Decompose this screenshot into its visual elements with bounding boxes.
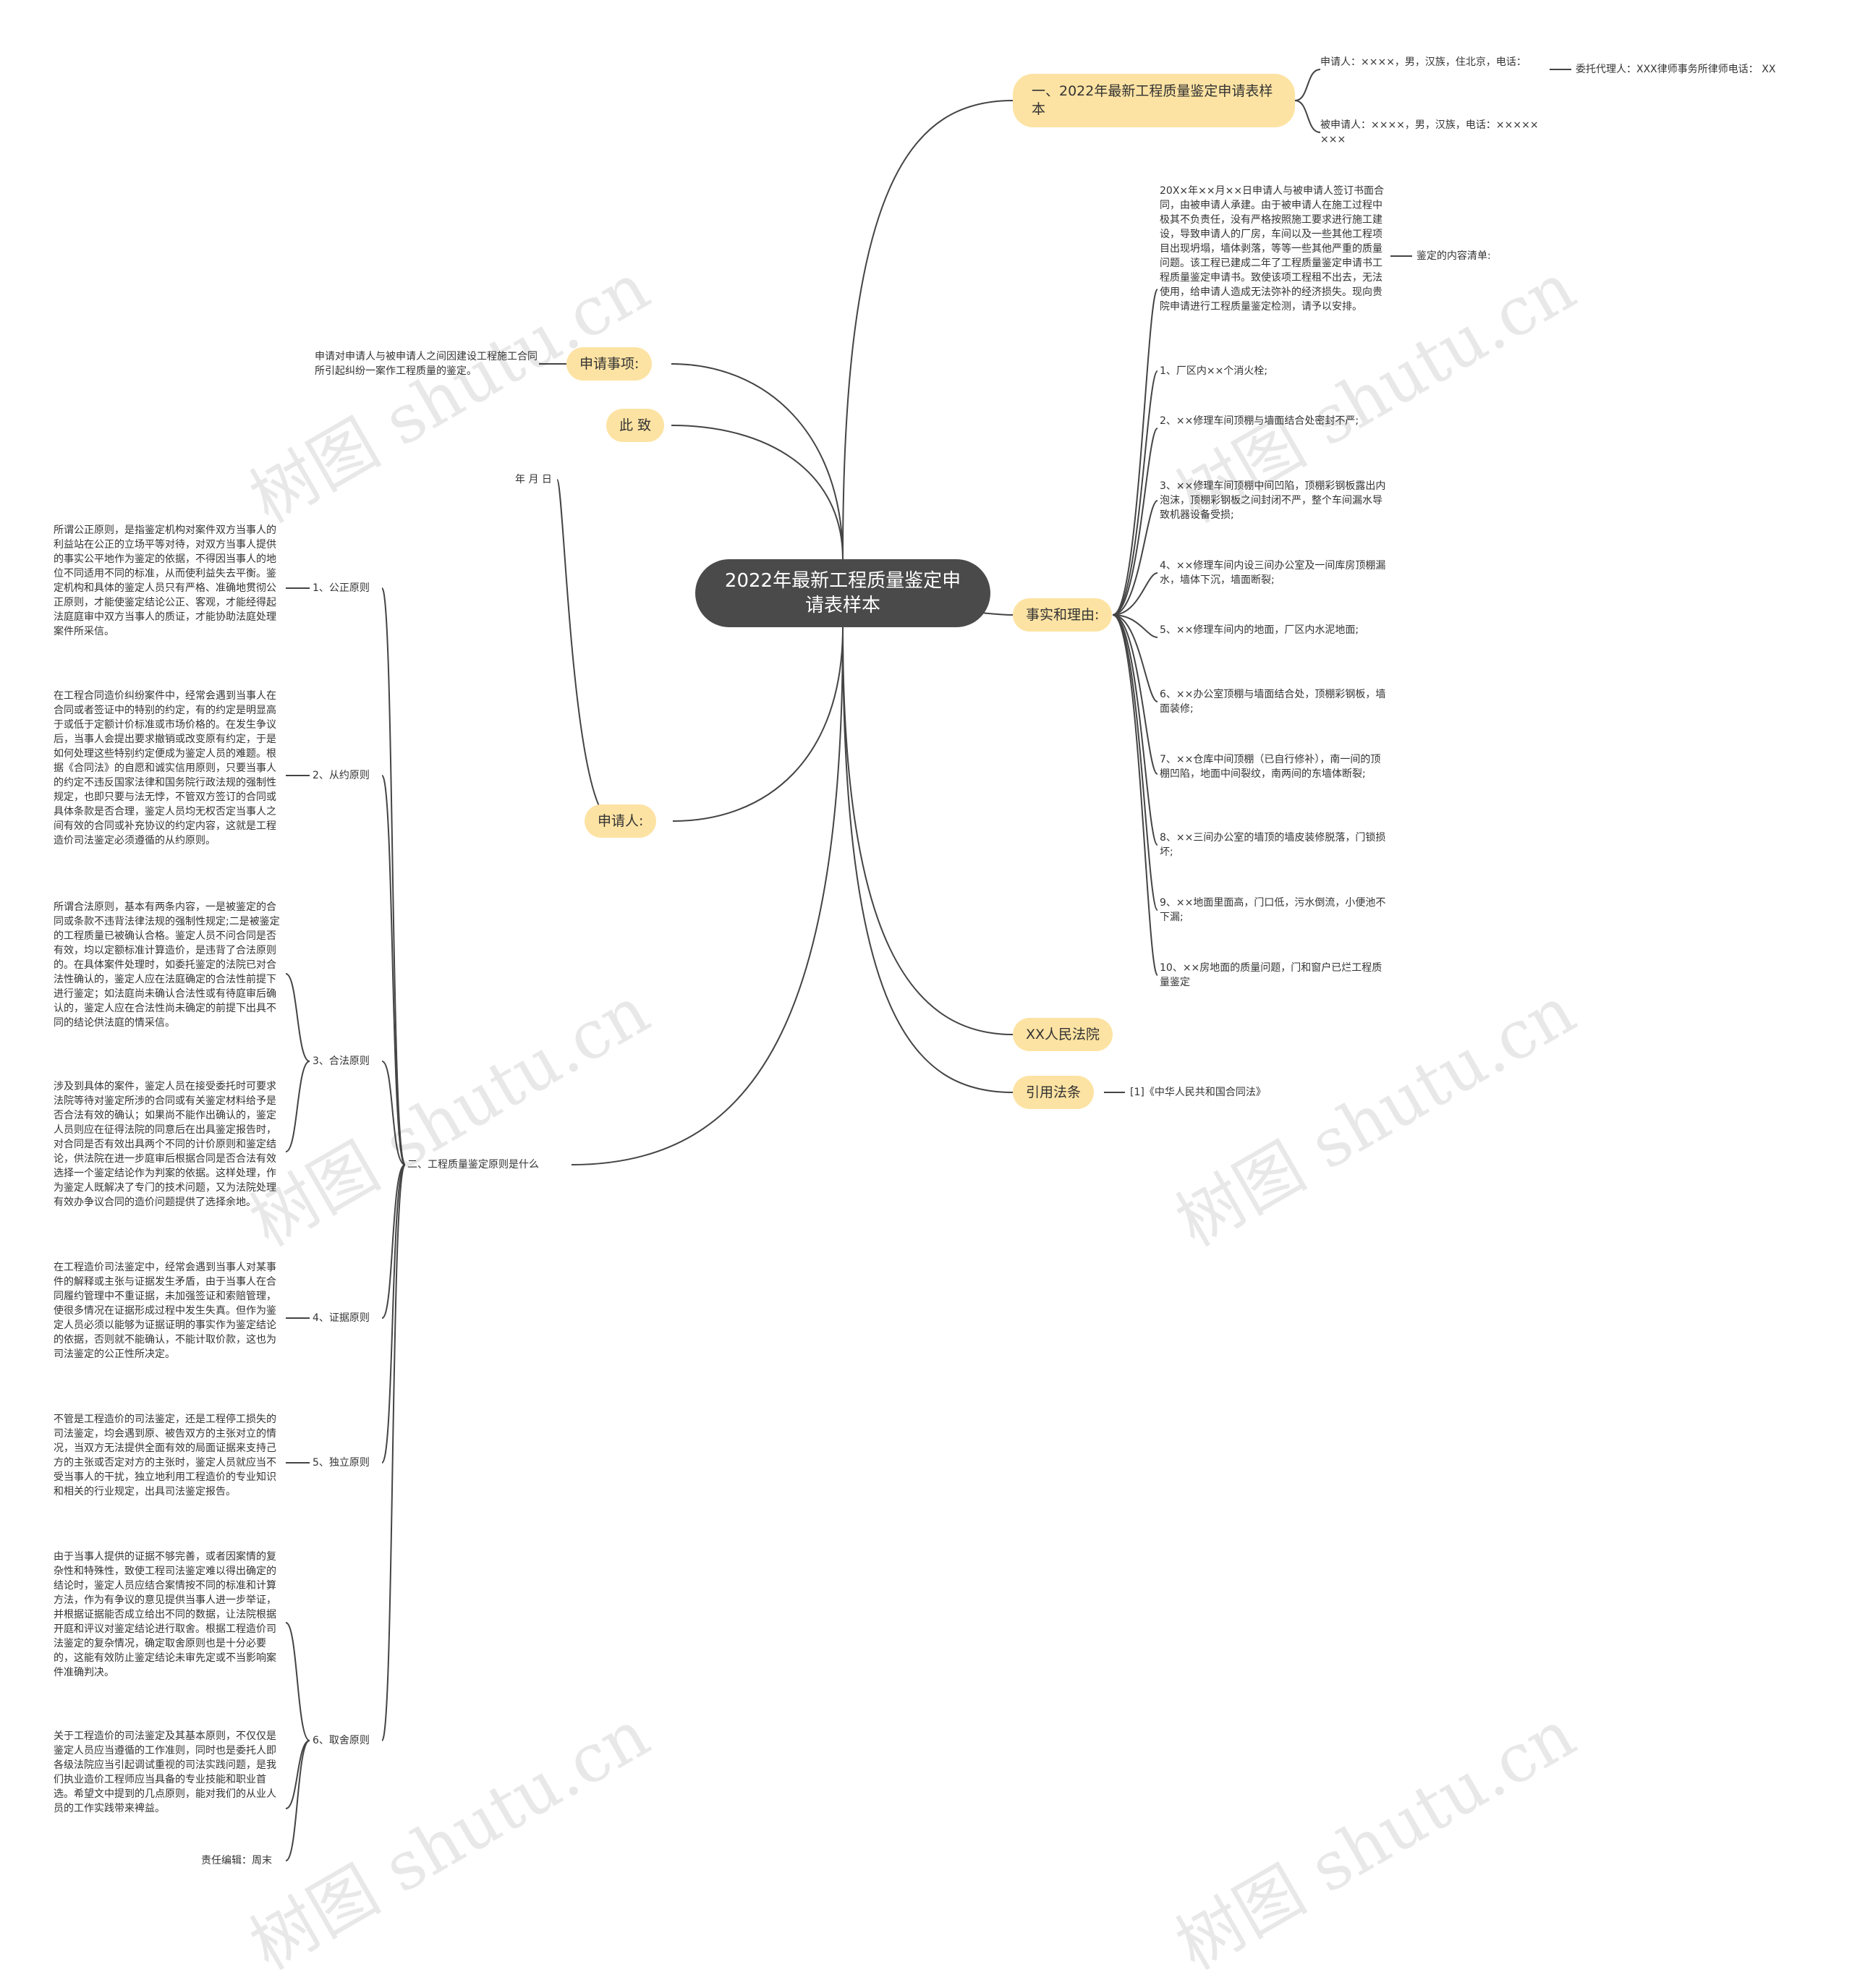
facts-intro: 20X×年××月××日申请人与被申请人签订书面合同，由被申请人承建。由于被申请人…	[1160, 185, 1385, 313]
branch-closing-label: 此 致	[619, 417, 652, 433]
law-reference: [1]《中华人民共和国合同法》	[1130, 1087, 1266, 1098]
sample-applicant: 申请人：××××，男，汉族，住北京，电话：	[1320, 56, 1526, 68]
branch-court[interactable]: XX人民法院	[1013, 1018, 1113, 1051]
branch-sample-label: 一、2022年最新工程质量鉴定申请表样本	[1032, 83, 1273, 117]
principle-name: 1、公正原则	[313, 582, 370, 594]
sample-respondent: 被申请人：××××，男，汉族，电话：××××××××	[1320, 119, 1539, 145]
link-principles	[571, 626, 844, 1165]
principle-name: 5、独立原则	[313, 1457, 370, 1469]
matter-text: 申请对申请人与被申请人之间因建设工程施工合同所引起纠纷一案作工程质量的鉴定。	[315, 351, 538, 377]
link-facts-4	[1112, 572, 1158, 616]
link-p2	[381, 775, 406, 1165]
branch-sample[interactable]: 一、2022年最新工程质量鉴定申请表样本	[1013, 74, 1295, 127]
branch-matter-label: 申请事项:	[579, 355, 640, 372]
link-p3-text-b	[285, 1061, 310, 1152]
link-applicant-info	[1294, 69, 1321, 101]
branch-law-label: 引用法条	[1026, 1084, 1082, 1100]
facts-item: 3、××修理车间顶棚中间凹陷，顶棚彩钢板露出内泡沫，顶棚彩钢板之间封闭不严，整个…	[1160, 480, 1386, 521]
link-facts-10	[1112, 614, 1158, 976]
link-facts-intro	[1112, 289, 1158, 616]
link-p6-text-a	[285, 1622, 310, 1741]
link-applicant	[672, 626, 844, 822]
branch-applicant[interactable]: 申请人:	[585, 804, 657, 838]
facts-item: 9、××地面里面高，门口低，污水倒流，小便池不下漏;	[1160, 897, 1386, 923]
principle-text: 由于当事人提供的证据不够完善，或者因案情的复杂性和特殊性，致使工程司法鉴定难以得…	[54, 1551, 276, 1678]
link-facts-2	[1112, 428, 1158, 616]
link-p4	[381, 1164, 406, 1319]
link-p6	[381, 1164, 406, 1741]
facts-item: 7、××仓库中间顶棚（已自行修补），南一间的顶棚凹陷，地面中间裂纹，南两间的东墙…	[1160, 754, 1381, 780]
branch-facts-label: 事实和理由:	[1026, 606, 1100, 623]
link-p3-text-a	[285, 973, 310, 1062]
link-matter	[671, 363, 844, 560]
mindmap-connectors	[285, 69, 1571, 1861]
principle-name: 3、合法原则	[313, 1055, 370, 1067]
link-respondent-info	[1294, 100, 1321, 133]
link-p6-text-c	[285, 1740, 310, 1861]
facts-item: 6、××办公室顶棚与墙面结合处，顶棚彩钢板，墙面装修;	[1160, 689, 1386, 715]
link-date	[556, 479, 614, 822]
facts-list-label: 鉴定的内容清单:	[1416, 250, 1491, 262]
link-facts-3	[1112, 500, 1158, 616]
link-closing	[671, 425, 844, 560]
principle-text: 在工程造价司法鉴定中，经常会遇到当事人对某事件的解释或主张与证据发生矛盾，由于当…	[54, 1262, 276, 1360]
editor-credit: 责任编辑：周末	[201, 1855, 272, 1866]
branch-law[interactable]: 引用法条	[1013, 1076, 1095, 1109]
link-facts-8	[1112, 614, 1158, 846]
link-facts-9	[1112, 614, 1158, 911]
principle-name: 6、取舍原则	[313, 1735, 370, 1746]
facts-item: 4、××修理车间内设三间办公室及一间库房顶棚漏水，墙体下沉，墙面断裂;	[1160, 560, 1386, 586]
link-facts-5	[1112, 614, 1158, 638]
facts-item: 2、××修理车间顶棚与墙面结合处密封不严;	[1160, 415, 1359, 427]
branch-closing[interactable]: 此 致	[606, 409, 665, 442]
principle-text: 关于工程造价的司法鉴定及其基本原则，不仅仅是鉴定人员应当遵循的工作准则，同时也是…	[54, 1730, 276, 1814]
branch-applicant-label: 申请人:	[598, 812, 644, 829]
branch-principles[interactable]: 二、工程质量鉴定原则是什么	[407, 1159, 539, 1171]
link-facts-6	[1112, 614, 1158, 702]
facts-item: 8、××三间办公室的墙顶的墙皮装修脱落，门锁损坏;	[1160, 832, 1386, 858]
applicant-date: 年 月 日	[515, 474, 552, 485]
principle-name: 4、证据原则	[313, 1312, 370, 1324]
branch-matter[interactable]: 申请事项:	[566, 347, 653, 381]
principle-text: 在工程合同造价纠纷案件中，经常会遇到当事人在合同或者签证中的特别的约定，有的约定…	[54, 690, 276, 846]
link-facts-7	[1112, 614, 1158, 775]
sample-agent: 委托代理人：XXX律师事务所律师电话： XX	[1576, 64, 1776, 75]
link-sample	[842, 100, 1014, 560]
branch-court-label: XX人民法院	[1026, 1026, 1100, 1042]
link-law	[842, 626, 1014, 1093]
root-topic[interactable]: 2022年最新工程质量鉴定申请表样本	[695, 559, 990, 627]
facts-item: 5、××修理车间内的地面，厂区内水泥地面;	[1160, 624, 1359, 636]
principle-text: 所谓合法原则，基本有两条内容，一是被鉴定的合同或条款不违背法律法规的强制性规定;…	[54, 901, 280, 1029]
link-court	[842, 626, 1014, 1035]
link-p1	[381, 587, 406, 1165]
principle-name: 2、从约原则	[313, 770, 370, 781]
facts-item: 1、厂区内××个消火栓;	[1160, 365, 1268, 377]
root-topic-title: 2022年最新工程质量鉴定申请表样本	[724, 570, 961, 616]
principle-text: 所谓公正原则，是指鉴定机构对案件双方当事人的利益站在公正的立场平等对待，对双方当…	[54, 524, 276, 637]
link-p5	[381, 1164, 406, 1464]
principle-text: 不管是工程造价的司法鉴定，还是工程停工损失的司法鉴定，均会遇到原、被告双方的主张…	[54, 1414, 276, 1498]
link-facts-1	[1112, 370, 1158, 616]
branch-facts[interactable]: 事实和理由:	[1013, 598, 1113, 632]
principle-text: 涉及到具体的案件，鉴定人员在接受委托时可要求法院等待对鉴定所涉的合同或有关鉴定材…	[54, 1081, 276, 1208]
link-p3	[381, 1061, 406, 1165]
facts-item: 10、××房地面的质量问题，门和窗户已烂工程质量鉴定	[1160, 962, 1382, 988]
